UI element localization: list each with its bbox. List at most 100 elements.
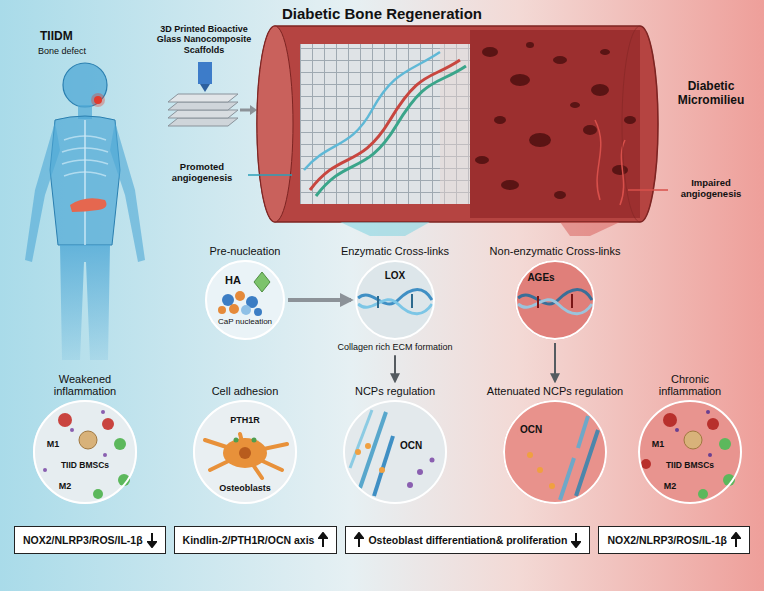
- bone-scaffold-cylinder-part: [501, 180, 519, 190]
- non-enzymatic-crosslink-inset-part: [537, 296, 539, 308]
- pre-nucleation-inset-part: [222, 294, 234, 306]
- inset-term: Osteoblasts: [217, 483, 273, 493]
- inset-area: LOX: [355, 260, 435, 340]
- bone-scaffold-cylinder-part: [257, 26, 293, 222]
- circle-outline: [638, 400, 742, 504]
- inset-heading: NCPs regulation: [335, 385, 455, 398]
- ncps-regulation-inset-part: [343, 400, 447, 504]
- bone-scaffold-cylinder-part: [554, 191, 566, 199]
- ncps-regulation-inset-part: [374, 436, 393, 496]
- bone-scaffold-cylinder-part: [622, 26, 658, 222]
- bone-scaffold-cylinder-part: [316, 66, 466, 196]
- chronic-inflammation-inset-part: [707, 418, 719, 430]
- inset-term: M1: [650, 439, 667, 449]
- pathway-text: NOX2/NLRP3/ROS/IL-1β: [23, 534, 143, 546]
- pre-nucleation-inset-part: [229, 304, 239, 314]
- human-figure-part: [60, 245, 110, 360]
- enzymatic-crosslink-inset-part: [411, 294, 413, 308]
- inset-circle: Attenuated NCPs regulationOCN: [480, 385, 630, 504]
- ncps-regulation-inset-part: [430, 458, 435, 463]
- inset-term: M1: [45, 439, 62, 449]
- inset-circle: Non-enzymatic Cross-linksAGEs: [480, 245, 630, 340]
- bone-scaffold-cylinder-part: [624, 116, 636, 124]
- bone-scaffold-cylinder: [257, 26, 658, 222]
- inset-area: M1TIID BMSCsM2: [638, 400, 742, 504]
- inset-area: OCN: [503, 400, 607, 504]
- inset-area: HACaP nucleation: [205, 260, 285, 340]
- weakened-inflammation-inset-part: [33, 400, 137, 504]
- cell-adhesion-inset-part: [234, 438, 239, 443]
- flow-arrow: [288, 298, 351, 302]
- enzymatic-crosslink-inset-part: [377, 296, 379, 308]
- circle-border: [344, 401, 446, 503]
- arrow-glyph: [572, 533, 580, 547]
- zoom-funnels-part: [340, 222, 430, 236]
- inset-term: CaP nucleation: [216, 317, 274, 326]
- non-enzymatic-crosslink-inset-part: [571, 294, 573, 308]
- printer-3d-part: [168, 110, 238, 118]
- flow-arrow: [554, 343, 556, 381]
- title-text: Diabetic Bone Regeneration: [0, 5, 764, 22]
- attenuated-ncps-inset-part: [560, 458, 574, 500]
- chronic-inflammation-inset-part: [719, 438, 731, 450]
- leader-lines-part: [248, 174, 292, 176]
- cell-adhesion-inset-part: [223, 438, 267, 468]
- zoom-funnels: [340, 222, 620, 236]
- up-arrow-icon: [731, 532, 741, 548]
- circle-outline: [205, 260, 285, 340]
- arrow-glyph: [732, 533, 740, 547]
- annotation-label: Diabetic Micromilieu: [664, 80, 758, 108]
- down-arrow-icon: [147, 532, 157, 548]
- result-box: Kindlin-2/PTH1R/OCN axis: [174, 526, 338, 554]
- inset-term: PTH1R: [228, 415, 262, 425]
- weakened-inflammation-inset-part: [79, 431, 97, 449]
- inset-circle: Chronic inflammationM1TIID BMSCsM2: [638, 373, 742, 504]
- chronic-inflammation-inset-part: [641, 459, 651, 469]
- bone-scaffold-cylinder-part: [482, 47, 498, 57]
- inset-area: M1TIID BMSCsM2: [33, 400, 137, 504]
- human-figure: [25, 63, 145, 360]
- inset-area: PTH1R Osteoblasts: [193, 400, 297, 504]
- circle-outline: [503, 400, 607, 504]
- human-figure-part: [25, 122, 60, 262]
- pre-nucleation-inset-part: [235, 291, 245, 301]
- leader-lines: [248, 175, 668, 190]
- circle-outline: [33, 400, 137, 504]
- inset-heading: Chronic inflammation: [640, 373, 740, 398]
- cell-adhesion-inset-part: [252, 438, 257, 443]
- down-arrow-icon: [571, 532, 581, 548]
- result-box: NOX2/NLRP3/ROS/IL-1β: [14, 526, 166, 554]
- weakened-inflammation-inset-part: [43, 468, 47, 472]
- inset-heading: Enzymatic Cross-links: [325, 245, 465, 258]
- bone-scaffold-cylinder-part: [470, 30, 640, 218]
- human-figure-part: [94, 96, 102, 104]
- human-figure-part: [84, 120, 86, 245]
- bone-scaffold-cylinder-part: [600, 49, 610, 55]
- inset-heading: Weakened inflammation: [35, 373, 135, 398]
- weakened-inflammation-inset-part: [58, 413, 72, 427]
- inset-caption: Collagen rich ECM formation: [337, 342, 452, 352]
- inset-term: AGEs: [525, 272, 556, 284]
- attenuated-ncps-inset-part: [549, 483, 555, 489]
- circle-border: [504, 401, 606, 503]
- chronic-inflammation-inset-part: [708, 453, 712, 457]
- inset-area: AGEs: [515, 260, 595, 340]
- chronic-inflammation-inset-part: [706, 410, 710, 414]
- bone-scaffold-cylinder-part: [300, 44, 470, 204]
- cell-adhesion-inset: [193, 400, 297, 504]
- human-figure-part: [50, 116, 120, 245]
- chronic-inflammation-inset-part: [675, 428, 679, 432]
- weakened-inflammation-inset: [33, 400, 137, 504]
- cell-adhesion-inset-part: [193, 400, 297, 504]
- bone-scaffold-cylinder-part: [526, 42, 534, 48]
- ncps-regulation-inset-part: [379, 467, 385, 473]
- annotation-label: 3D Printed Bioactive Glass Nanocomposite…: [150, 24, 258, 55]
- bone-scaffold-cylinder-part: [591, 84, 609, 96]
- inset-circle: Weakened inflammationM1TIID BMSCsM2: [33, 373, 137, 504]
- inset-term: TIID BMSCs: [664, 461, 716, 471]
- circle-border: [639, 401, 741, 503]
- zoom-funnels-part: [560, 222, 620, 236]
- ncps-regulation-inset-part: [350, 410, 372, 468]
- printer-3d-part: [168, 94, 238, 102]
